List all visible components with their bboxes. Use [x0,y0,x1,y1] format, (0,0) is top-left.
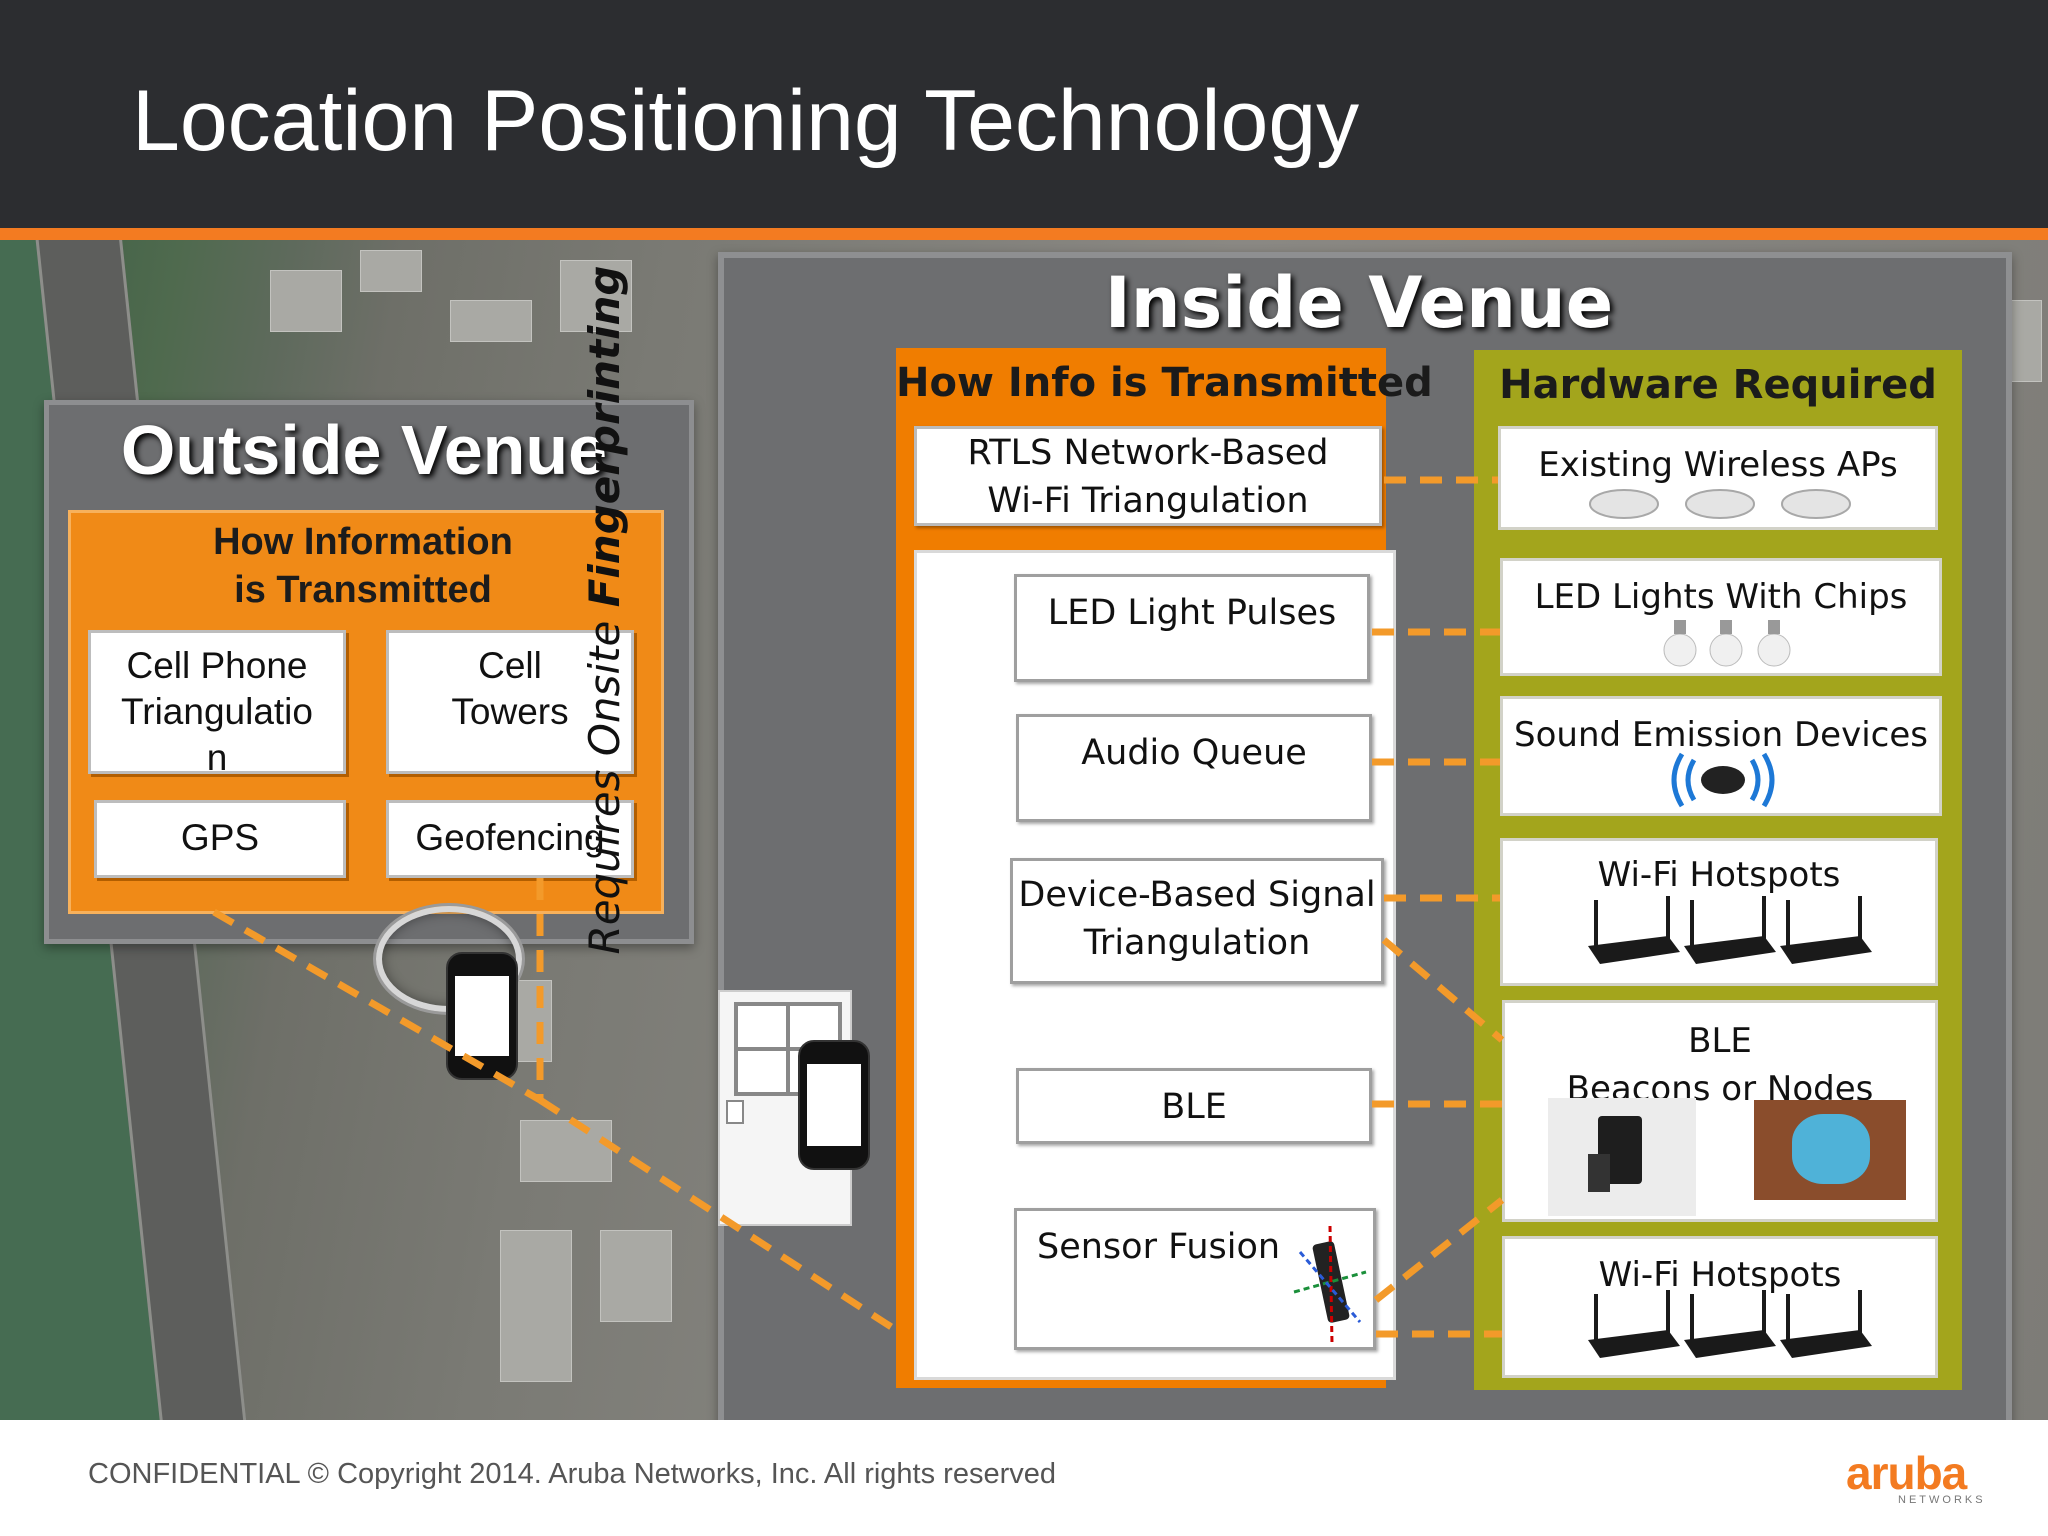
box-line: Wi-Fi Triangulation [987,481,1309,521]
box-line: Triangulation [1083,923,1311,963]
box-line: RTLS Network-Based [967,433,1329,473]
box-line: Sound Emission Devices [1514,715,1928,755]
building [600,1230,672,1322]
transmission-column-title: How Info is Transmitted [896,360,1433,406]
router-icon [1588,1290,1872,1358]
beacon-node-photo [1754,1100,1906,1200]
outside-venue-title: Outside Venue [120,411,608,489]
box-line: n [206,737,228,778]
access-point-icon [1589,489,1851,519]
door-handle-icon [726,1100,744,1124]
box-line: Device-Based Signal [1018,875,1376,915]
slide-footer [0,1420,2048,1536]
geofencing-box: Geofencing [386,800,634,878]
smartphone-icon [798,1040,870,1170]
sound-wave-icon [1671,752,1775,808]
outside-transmission-title-line1: How Information [213,521,513,563]
box-line: Triangulatio [121,691,313,732]
box-line: Wi-Fi Hotspots [1597,855,1841,895]
box-line: BLE [1161,1087,1227,1127]
aruba-logo: aruba [1846,1447,1967,1499]
box-line: Audio Queue [1081,733,1307,773]
cell-towers-box: Cell Towers [386,630,634,774]
building [520,1120,612,1182]
device-based-signal-box: Device-Based Signal Triangulation [1010,858,1384,984]
cell-phone-triangulation-box: Cell Phone Triangulatio n [88,630,346,778]
audio-queue-box: Audio Queue [1016,714,1372,822]
sound-emission-devices-box: Sound Emission Devices [1500,696,1942,816]
box-line: Wi-Fi Hotspots [1598,1255,1842,1295]
building [560,260,632,332]
building [360,250,422,292]
box-line: Towers [451,691,569,732]
light-bulb-icon [1663,620,1791,667]
wifi-hotspots-box: Wi-Fi Hotspots [1500,838,1938,986]
router-icon [1588,896,1872,964]
box-line: LED Light Pulses [1047,593,1337,633]
box-line: Geofencing [415,817,605,858]
hardware-column-title: Hardware Required [1499,362,1937,408]
building [500,1230,572,1382]
outside-transmission-title: How Information is Transmitted [68,518,658,614]
beacon-plug-photo [1548,1098,1696,1216]
sensor-fusion-box: Sensor Fusion [1014,1208,1376,1350]
box-line: Sensor Fusion [1037,1227,1281,1267]
inside-venue-title: Inside Venue [1104,262,1614,344]
gps-box: GPS [94,800,346,878]
building [270,270,342,332]
existing-wireless-aps-box: Existing Wireless APs [1498,426,1938,530]
smartphone-icon [446,952,518,1080]
led-light-pulses-box: LED Light Pulses [1014,574,1370,682]
copyright-text: CONFIDENTIAL © Copyright 2014. Aruba Net… [88,1458,1056,1490]
slide-title: Location Positioning Technology [132,73,1360,169]
box-line: Cell Phone [126,645,308,686]
box-line: BLE [1688,1021,1752,1061]
box-line: Existing Wireless APs [1538,445,1898,485]
sensor-fusion-icon [1293,1225,1367,1345]
box-line: Cell [478,645,542,686]
rtls-box: RTLS Network-Based Wi-Fi Triangulation [914,426,1382,526]
box-line: GPS [180,817,260,858]
ble-box: BLE [1016,1068,1372,1144]
accent-bar [0,228,2048,240]
slide-header [0,0,2048,228]
box-line: LED Lights With Chips [1534,577,1908,617]
door-window-icon [734,1002,842,1096]
outside-transmission-title-line2: is Transmitted [234,569,492,611]
building [450,300,532,342]
aruba-logo-subtext: NETWORKS [1898,1494,1986,1506]
